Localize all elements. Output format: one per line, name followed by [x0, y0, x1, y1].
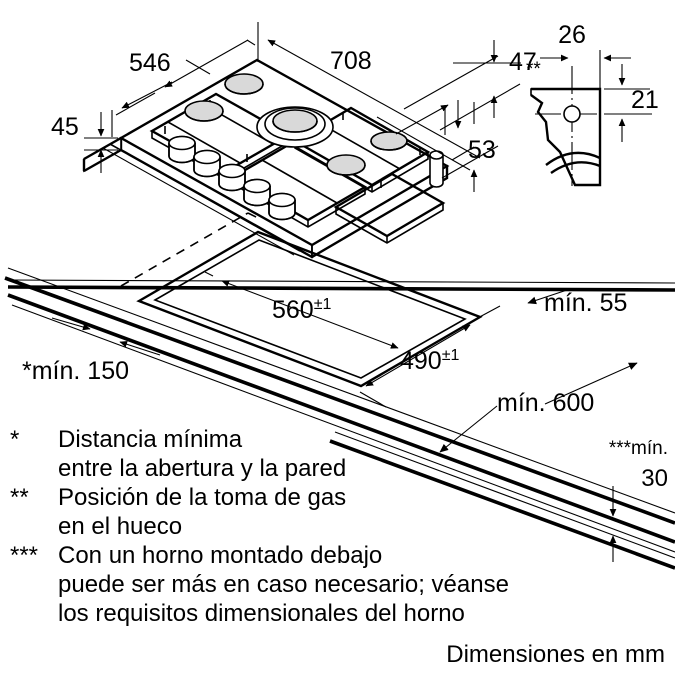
dim-min150-label: *mín. 150 [22, 357, 129, 385]
legend-line: puede ser más en caso necesario; véanse [58, 571, 509, 598]
legend-body-1: Posición de la toma de gas en el hueco [58, 483, 346, 541]
legend-body-0: Distancia mínima entre la abertura y la … [58, 425, 346, 483]
legend-line: los requisitos dimensionales del horno [58, 600, 465, 627]
dim-490-label: 490±1 [400, 347, 460, 375]
cutout-dimension-lines [51, 271, 638, 562]
legend-line: Distancia mínima [58, 426, 243, 453]
dim-708-label: 708 [330, 47, 372, 75]
legend-line: Con un horno montado debajo [58, 542, 383, 569]
dim-26-label: 26 [558, 21, 586, 49]
control-knobs [168, 135, 296, 221]
gas-connection-detail-view [530, 50, 652, 187]
dim-47-label: 47 [509, 48, 537, 76]
worktop-lower-band [329, 431, 675, 570]
dim-45-label: 45 [51, 113, 79, 141]
units-note: Dimensiones en mm [446, 641, 665, 668]
dim-560-label: 560±1 [272, 296, 332, 324]
legend-line: en el hueco [58, 513, 183, 540]
legend-body-2: Con un horno montado debajo puede ser má… [58, 541, 509, 628]
legend-mark-0: * [10, 426, 20, 453]
dim-min30-label: ***mín. 30 [568, 432, 668, 494]
legend-item-1: ** Posición de la toma de gas en el huec… [10, 483, 530, 541]
gas-connection-marker: ** [526, 59, 541, 80]
legend-item-2: *** Con un horno montado debajo puede se… [10, 541, 530, 628]
burner-caps [184, 73, 408, 176]
dim-21-label: 21 [631, 86, 659, 114]
dim-53-label: 53 [468, 136, 496, 164]
min30-prefix: ***mín. [608, 438, 668, 459]
legend-mark-1: ** [10, 484, 29, 511]
legend-item-0: * Distancia mínima entre la abertura y l… [10, 425, 530, 483]
hob-isometric-view [82, 58, 450, 259]
dim-min600-label: mín. 600 [497, 389, 594, 417]
gas-pipe-stub [429, 150, 444, 188]
dim-546-label: 546 [129, 49, 171, 77]
cutout-dimension-labels: 560±1 490±1 *mín. 150 mín. 55 mín. 600 [22, 289, 627, 417]
min30-value: 30 [641, 465, 668, 492]
legend-line: Posición de la toma de gas [58, 484, 347, 511]
legend-block: * Distancia mínima entre la abertura y l… [10, 425, 530, 628]
dim-min55-label: mín. 55 [544, 289, 627, 317]
legend-line: entre la abertura y la pared [58, 455, 347, 482]
legend-mark-2: *** [10, 542, 39, 569]
countertop-edges [4, 267, 675, 525]
hob-dimension-lines [84, 22, 521, 192]
